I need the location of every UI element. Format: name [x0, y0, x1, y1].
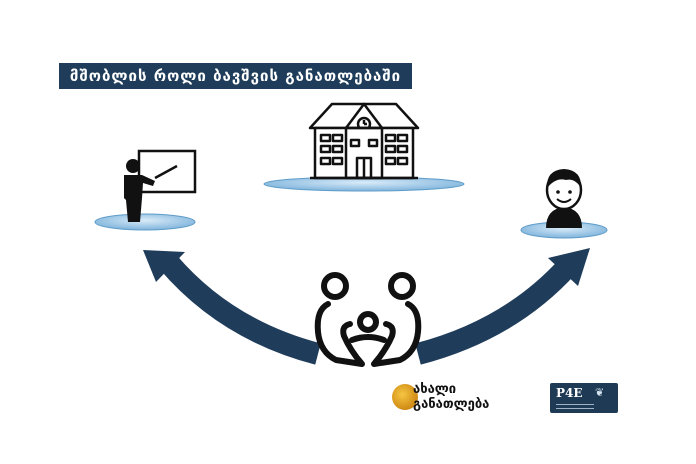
p4e-logo-subline: [556, 408, 594, 409]
partner-logo-line1: ახალი: [413, 382, 457, 397]
partner-logo-akhali-ganatleba: ახალი განათლება: [392, 382, 532, 416]
arrow-right-icon: [415, 248, 590, 365]
sun-logo-icon: [392, 384, 418, 410]
parents-and-child-icon: [314, 272, 422, 367]
child-face-icon: [545, 169, 583, 228]
p4e-logo-subline: [556, 404, 594, 405]
p4e-logo-mark: P4E: [556, 386, 583, 400]
teacher-disc: [94, 213, 196, 231]
partner-logo-text: ახალი განათლება: [413, 382, 489, 412]
teacher-at-board-icon: [124, 149, 197, 222]
school-building-icon: [308, 102, 420, 180]
partner-logo-p4e: P4E ❦: [550, 383, 618, 413]
arrow-left-icon: [143, 250, 321, 365]
partner-logo-line2: განათლება: [413, 397, 490, 412]
leaf-icon: ❦: [595, 386, 605, 399]
page-title: მშობლის როლი ბავშვის განათლებაში: [59, 63, 412, 89]
